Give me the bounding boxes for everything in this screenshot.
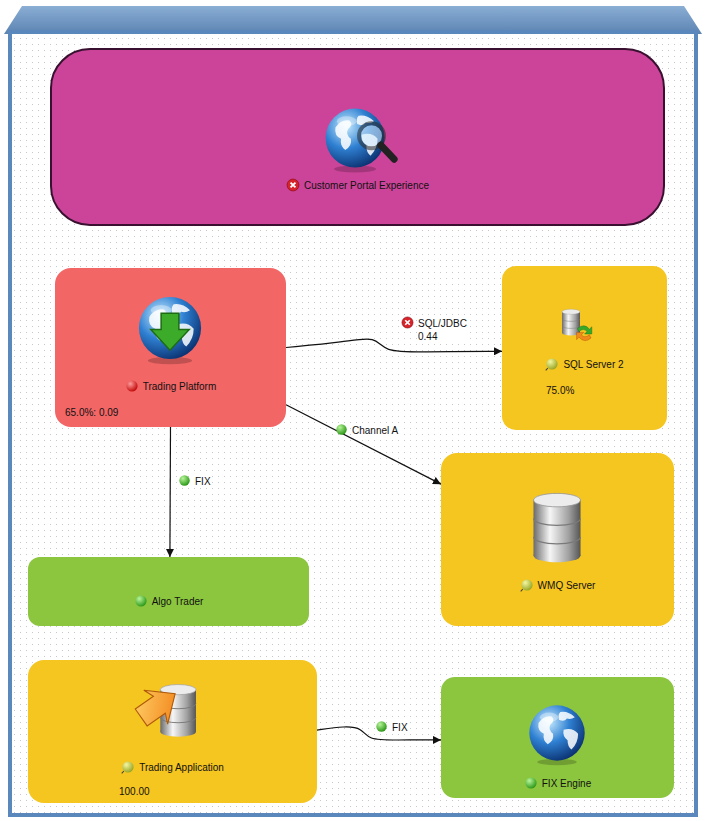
title-row: Algo Trader	[28, 594, 309, 608]
title-row: Customer Portal Experience	[52, 178, 663, 192]
node-title: FIX Engine	[542, 777, 591, 790]
node-title: WMQ Server	[538, 579, 596, 592]
status-icon	[134, 594, 148, 608]
edge-label-group: FIX	[178, 474, 212, 488]
status-box: Algo Trader	[28, 557, 309, 626]
status-box: FIX Engine	[441, 677, 674, 798]
title-row: Trading Application	[28, 760, 317, 774]
status-box: WMQ Server	[441, 453, 674, 626]
value-holder: 65.0%: 0.09	[65, 402, 118, 420]
connector	[286, 405, 441, 484]
node-value: 100.00	[119, 786, 150, 797]
title-row: Trading Platform	[55, 379, 286, 393]
edge-label-group: Channel A	[335, 423, 399, 437]
title-row: FIX Engine	[441, 776, 674, 790]
title-row: SQL Server 2	[502, 357, 667, 371]
status-icon	[520, 578, 534, 592]
status-icon	[286, 178, 300, 192]
status-icon	[335, 423, 348, 436]
status-icon	[125, 379, 139, 393]
edge-label-group: FIX	[375, 720, 409, 734]
node-title: Trading Application	[139, 761, 224, 774]
status-icon	[545, 357, 559, 371]
node-title: Algo Trader	[152, 595, 204, 608]
node-icon	[524, 700, 590, 766]
edge-label: SQL/JDBC 0.44	[417, 317, 468, 343]
status-box: Trading Application 100.00	[28, 660, 317, 803]
node-icon	[555, 306, 595, 346]
status-icon	[178, 474, 191, 487]
status-box: Trading Platform 65.0%: 0.09	[55, 268, 286, 427]
edge-label-group: SQL/JDBC 0.44	[401, 316, 468, 343]
node-title: Customer Portal Experience	[304, 179, 429, 192]
value-holder: 100.00	[119, 781, 150, 799]
node-icon	[133, 291, 207, 365]
node-title: SQL Server 2	[563, 358, 623, 371]
title-row: WMQ Server	[441, 578, 674, 592]
connector	[286, 339, 502, 352]
value-holder: 75.0%	[546, 380, 574, 398]
status-icon	[375, 720, 388, 733]
edge-label: FIX	[391, 721, 409, 734]
status-icon	[401, 316, 414, 329]
connector	[169, 427, 171, 557]
status-icon	[121, 760, 135, 774]
node-title: Trading Platform	[143, 380, 217, 393]
status-box: SQL Server 2 75.0%	[502, 266, 667, 430]
node-value: 75.0%	[546, 385, 574, 396]
edge-label: Channel A	[351, 424, 399, 437]
status-icon	[524, 776, 538, 790]
node-value: 65.0%: 0.09	[65, 407, 118, 418]
status-box: Customer Portal Experience	[50, 48, 665, 226]
node-icon	[320, 103, 398, 181]
node-icon	[133, 673, 207, 747]
node-icon	[515, 485, 599, 569]
edge-label: FIX	[194, 475, 212, 488]
